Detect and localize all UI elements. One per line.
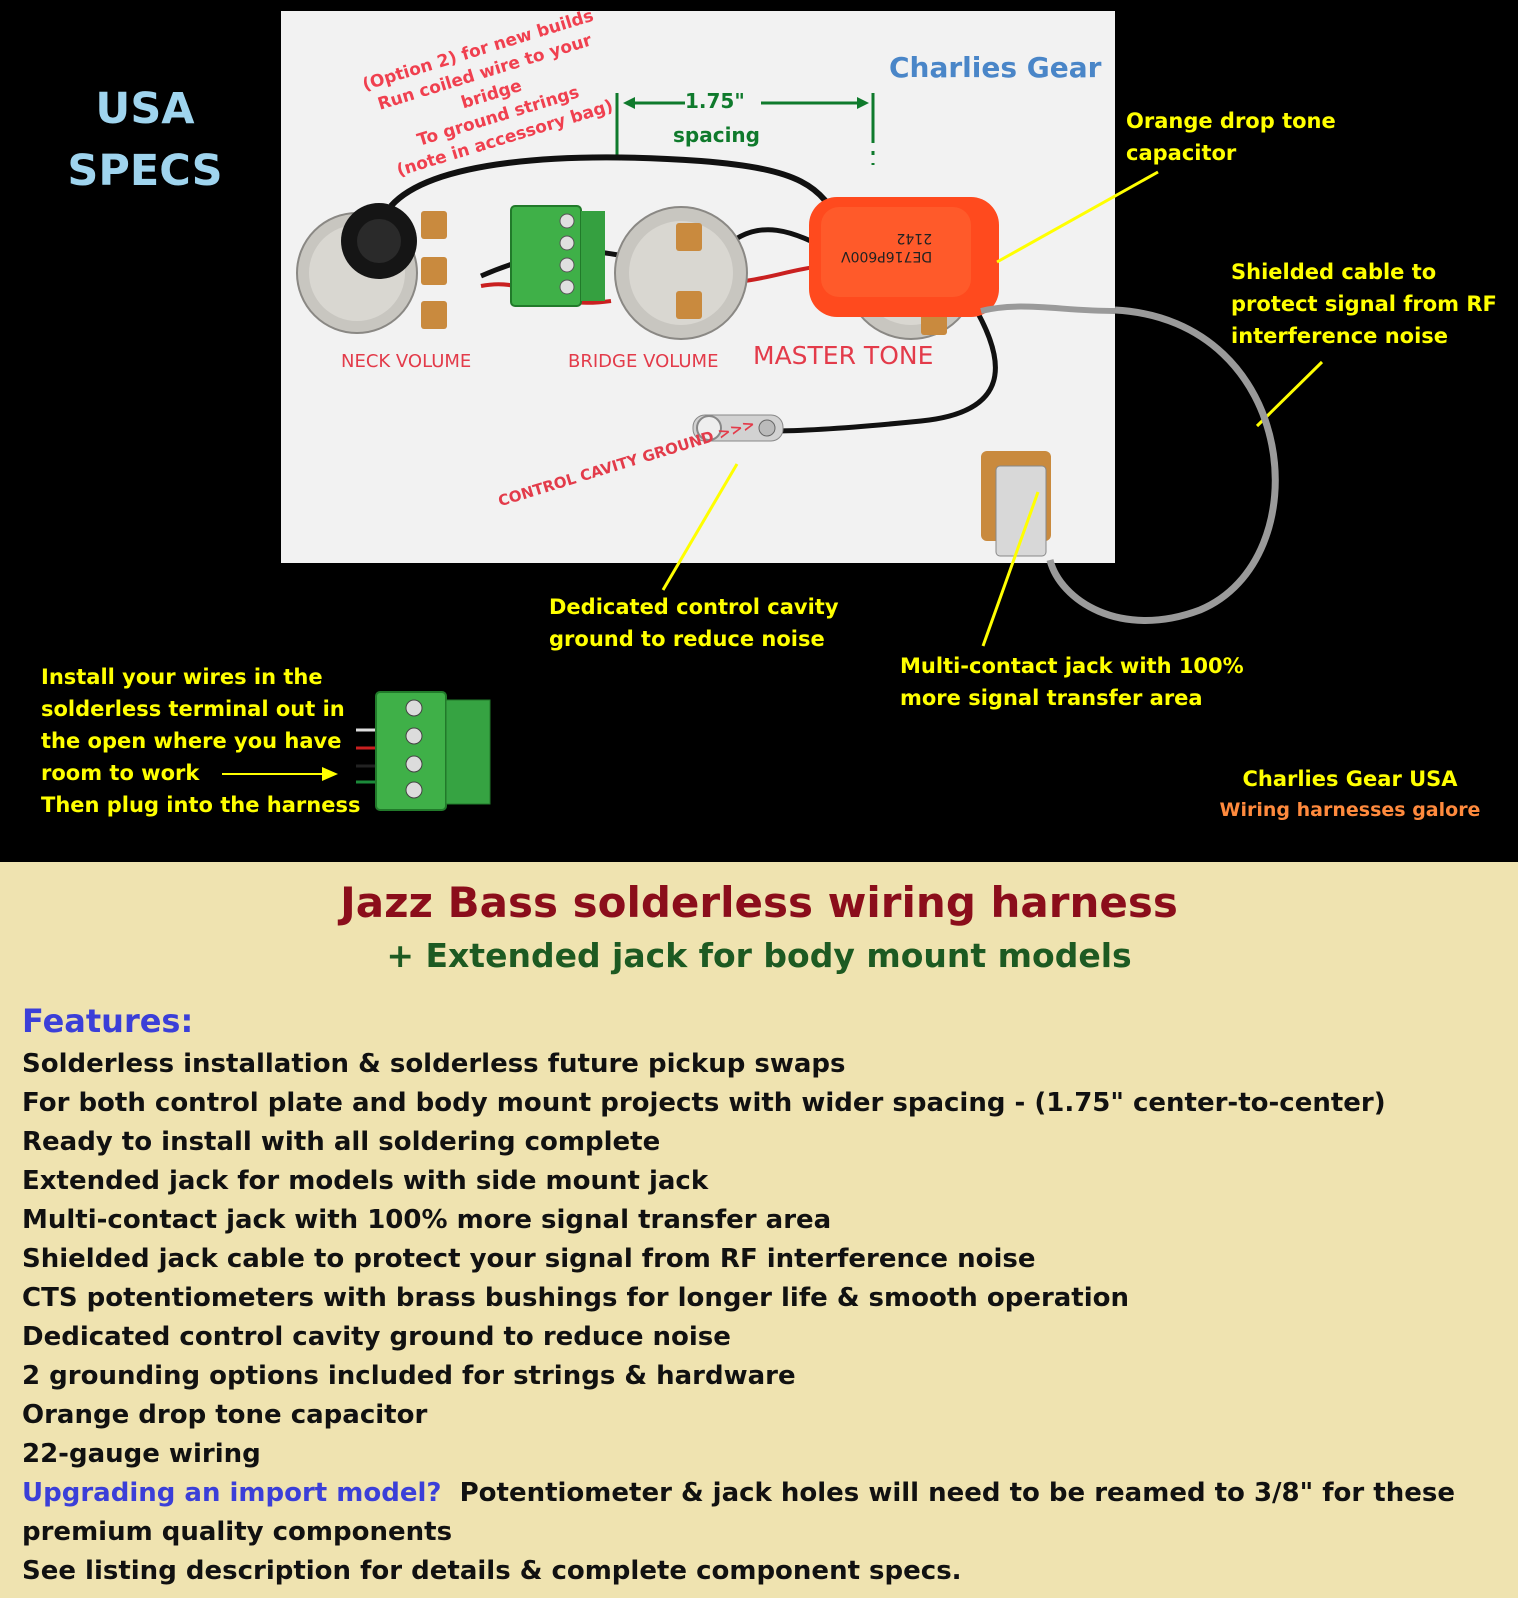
callout-line: Then plug into the harness — [41, 793, 361, 817]
product-description-panel: Jazz Bass solderless wiring harness + Ex… — [0, 862, 1518, 1598]
feature-item: 2 grounding options included for strings… — [22, 1361, 796, 1391]
callout-line: the open where you have — [41, 729, 342, 753]
features-heading: Features: — [22, 1002, 194, 1040]
callout-line: solderless terminal out in — [41, 697, 345, 721]
terminal-block-icon — [356, 691, 491, 811]
footer-brand-name: Charlies Gear USA — [1242, 767, 1458, 791]
product-title: Jazz Bass solderless wiring harness — [340, 878, 1178, 927]
neck-volume-label: NECK VOLUME — [341, 351, 472, 372]
feature-item: 22-gauge wiring — [22, 1439, 261, 1469]
callout-lines — [222, 170, 1324, 781]
feature-item: Solderless installation & solderless fut… — [22, 1049, 846, 1079]
spacing-value: 1.75" — [685, 89, 745, 113]
feature-item: Orange drop tone capacitor — [22, 1400, 428, 1430]
callout-line: Shielded cable to — [1231, 260, 1437, 284]
callout-line: capacitor — [1126, 141, 1237, 165]
callout-line: more signal transfer area — [900, 686, 1203, 710]
ground-callout: Dedicated control cavity ground to reduc… — [549, 591, 839, 655]
callout-line: Multi-contact jack with 100% — [900, 654, 1244, 678]
bridge-volume-label: BRIDGE VOLUME — [568, 351, 719, 372]
spacing-indicator-icon — [615, 93, 875, 165]
specs-text: SPECS — [67, 146, 223, 196]
upgrade-question: Upgrading an import model? — [22, 1478, 442, 1508]
product-subtitle: + Extended jack for body mount models — [386, 936, 1132, 975]
callout-line: Dedicated control cavity — [549, 595, 839, 619]
callout-line: Orange drop tone — [1126, 109, 1336, 133]
see-listing-note: See listing description for details & co… — [22, 1556, 962, 1586]
upgrade-note: Upgrading an import model? Potentiometer… — [22, 1474, 1492, 1591]
feature-item: Shielded jack cable to protect your sign… — [22, 1244, 1036, 1274]
footer-brand: Charlies Gear USA Wiring harnesses galor… — [1200, 763, 1500, 825]
upgrade-text: Potentiometer & jack holes will need to … — [22, 1478, 1455, 1547]
feature-item: Multi-contact jack with 100% more signal… — [22, 1205, 832, 1235]
usa-text: USA — [95, 84, 195, 134]
capacitor-callout: Orange drop tone capacitor — [1126, 105, 1336, 169]
callout-line: room to work — [41, 761, 200, 785]
product-photo-panel: USA SPECS Charlies Gear 1.75" spacing (O… — [41, 5, 1500, 825]
spacing-word: spacing — [673, 123, 760, 147]
shielded-cable-callout: Shielded cable to protect signal from RF… — [1231, 256, 1497, 352]
callout-line: ground to reduce noise — [549, 627, 825, 651]
master-tone-label: MASTER TONE — [753, 341, 934, 370]
callout-line: protect signal from RF — [1231, 292, 1497, 316]
callout-line: Install your wires in the — [41, 665, 323, 689]
feature-item: For both control plate and body mount pr… — [22, 1088, 1386, 1118]
feature-item: Dedicated control cavity ground to reduc… — [22, 1322, 731, 1352]
feature-item: Extended jack for models with side mount… — [22, 1166, 709, 1196]
feature-item: CTS potentiometers with brass bushings f… — [22, 1283, 1130, 1313]
feature-item: Ready to install with all soldering comp… — [22, 1127, 661, 1157]
board-brand: Charlies Gear — [889, 51, 1102, 84]
harness-illustration — [296, 154, 1115, 557]
install-callout: Install your wires in the solderless ter… — [41, 661, 360, 821]
jack-callout: Multi-contact jack with 100% more signal… — [900, 650, 1244, 714]
harness-board: Charlies Gear 1.75" spacing (Option 2) f… — [281, 6, 1115, 563]
callout-line: interference noise — [1231, 324, 1449, 348]
features-list: Solderless installation & solderless fut… — [22, 1045, 1386, 1474]
footer-brand-tagline: Wiring harnesses galore — [1219, 799, 1481, 821]
usa-specs-heading: USA SPECS — [60, 78, 230, 202]
